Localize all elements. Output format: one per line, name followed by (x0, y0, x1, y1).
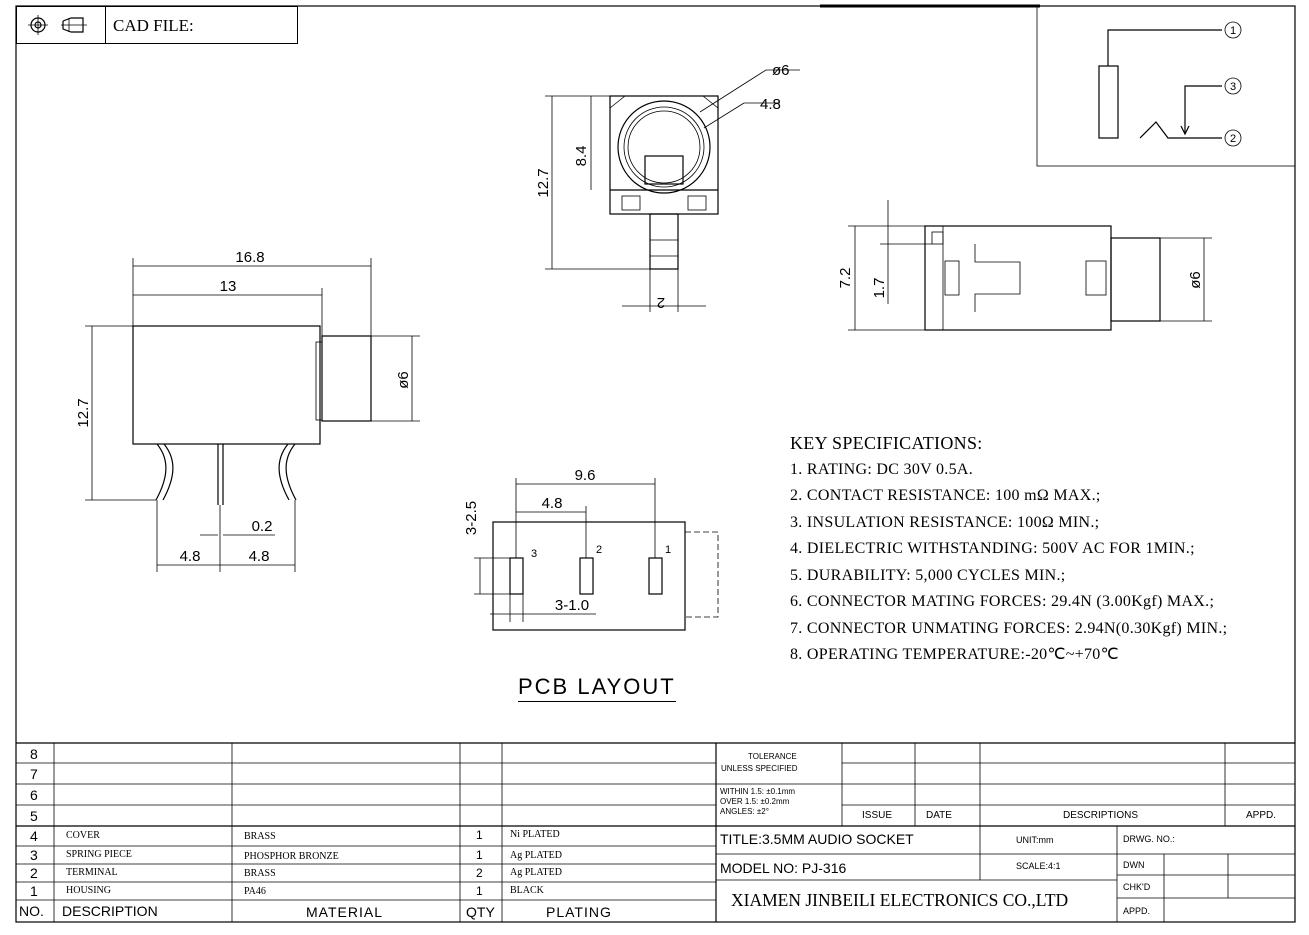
spec-item: 6. CONNECTOR MATING FORCES: 29.4N (3.00K… (790, 593, 1215, 610)
approved-label: APPD. (1123, 906, 1151, 916)
dim-front-width: 16.8 (235, 249, 264, 266)
bom-no: 2 (30, 865, 38, 881)
bom-material: PA46 (244, 886, 266, 897)
dim-top-inner: 4.8 (760, 96, 781, 113)
drawn-label: DWN (1123, 860, 1145, 870)
bom-no: 1 (30, 883, 38, 899)
key-specs-title: KEY SPECIFICATIONS: (790, 433, 983, 453)
unit-label: UNIT:mm (1016, 835, 1054, 845)
pcb-pin-label: 2 (596, 544, 602, 556)
tolerance-within: WITHIN 1.5: ±0.1mm (720, 787, 796, 796)
sheet-border (15, 5, 1296, 923)
bom-desc: SPRING PIECE (66, 849, 132, 860)
bom-plating: Ag PLATED (510, 850, 562, 861)
date-header: DATE (926, 810, 952, 821)
dim-pin-pitch-right: 4.8 (249, 548, 270, 565)
pcb-pin-label: 3 (531, 548, 537, 560)
spec-item: 1. RATING: DC 30V 0.5A. (790, 460, 974, 478)
bom-row-number: 8 (30, 746, 38, 762)
dim-pcb-hole: 3-1.0 (555, 597, 589, 614)
key-specifications: KEY SPECIFICATIONS: 1. RATING: DC 30V 0.… (790, 430, 1227, 669)
dim-top-dia: ø6 (772, 62, 790, 79)
dim-side-step: 1.7 (871, 278, 888, 299)
approved-header: APPD. (1246, 810, 1277, 821)
dim-top-body: 8.4 (573, 146, 590, 167)
cad-file-label: CAD FILE: (113, 16, 194, 35)
dim-pin-thickness: 0.2 (252, 518, 273, 535)
cad-file-header: CAD FILE: (16, 6, 298, 44)
pcb-pin-label: 1 (665, 544, 671, 556)
dim-pcb-pitch: 4.8 (542, 495, 563, 512)
bom-no: 4 (30, 828, 38, 844)
tolerance-label: UNLESS SPECIFIED (721, 764, 798, 773)
spec-item: 2. CONTACT RESISTANCE: 100 mΩ MAX.; (790, 487, 1101, 504)
drawing-number-label: DRWG. NO.: (1123, 834, 1175, 844)
bom-qty: 1 (476, 884, 483, 898)
dim-top-height: 12.7 (535, 168, 552, 197)
spec-item: 7. CONNECTOR UNMATING FORCES: 2.94N(0.30… (790, 619, 1228, 637)
scale-label: SCALE:4:1 (1016, 861, 1061, 871)
bom-header-material: MATERIAL (306, 904, 383, 920)
bom-qty: 2 (476, 866, 483, 880)
pcb-layout-view (474, 478, 719, 631)
tolerance-over: OVER 1.5: ±0.2mm (720, 797, 790, 806)
pcb-layout-title: PCB LAYOUT (518, 674, 676, 702)
bom-header-plating: PLATING (546, 904, 612, 920)
bom-material: BRASS (244, 868, 276, 879)
schematic-pin-label: 1 (1230, 25, 1236, 37)
side-view (848, 200, 1212, 331)
drawing-title: TITLE:3.5MM AUDIO SOCKET (720, 831, 914, 847)
dim-pin-pitch-left: 4.8 (180, 548, 201, 565)
bom-plating: Ag PLATED (510, 867, 562, 878)
bom-material: PHOSPHOR BRONZE (244, 851, 339, 862)
header-divider (105, 7, 107, 43)
dim-pcb-width: 9.6 (575, 467, 596, 484)
spec-item: 8. OPERATING TEMPERATURE:-20℃~+70℃ (790, 646, 1119, 663)
bom-row-number: 6 (30, 787, 38, 803)
bom-qty: 1 (476, 848, 483, 862)
bom-desc: COVER (66, 830, 100, 841)
tolerance-label: TOLERANCE (748, 752, 797, 761)
top-view (545, 69, 800, 312)
schematic-pin-label: 2 (1230, 133, 1236, 145)
dim-top-pin: 2 (657, 294, 665, 311)
bom-desc: HOUSING (66, 885, 111, 896)
model-number: MODEL NO: PJ-316 (720, 860, 847, 876)
dim-front-body: 13 (220, 278, 237, 295)
bom-header-qty: QTY (466, 904, 495, 920)
dim-front-height: 12.7 (75, 398, 92, 427)
tolerance-angles: ANGLES: ±2° (720, 807, 769, 816)
dim-pcb-slot: 3-2.5 (463, 501, 480, 535)
issue-header: ISSUE (862, 810, 893, 821)
bom-plating: Ni PLATED (510, 829, 560, 840)
bom-no: 3 (30, 847, 38, 863)
spec-item: 4. DIELECTRIC WITHSTANDING: 500V AC FOR … (790, 540, 1195, 557)
spec-item: 3. INSULATION RESISTANCE: 100Ω MIN.; (790, 513, 1100, 531)
bom-qty: 1 (476, 828, 483, 842)
checked-label: CHK'D (1123, 882, 1151, 892)
projection-symbol-icon (28, 15, 87, 35)
front-view (85, 258, 420, 572)
descriptions-header: DESCRIPTIONS (1063, 810, 1139, 821)
bom-header-description: DESCRIPTION (62, 903, 158, 919)
dim-side-height: 7.2 (837, 268, 854, 289)
dim-side-dia: ø6 (1187, 271, 1204, 289)
bom-plating: BLACK (510, 885, 544, 896)
dim-front-dia: ø6 (395, 371, 412, 389)
schematic-symbol: 1 3 2 (1036, 5, 1296, 167)
schematic-pin-label: 3 (1230, 81, 1236, 93)
bom-material: BRASS (244, 831, 276, 842)
bom-row-number: 5 (30, 808, 38, 824)
title-block-grid (16, 742, 1295, 922)
spec-item: 5. DURABILITY: 5,000 CYCLES MIN.; (790, 566, 1066, 584)
bom-row-number: 7 (30, 766, 38, 782)
bom-header-no: NO. (19, 903, 44, 919)
bom-desc: TERMINAL (66, 867, 118, 878)
company-name: XIAMEN JINBEILI ELECTRONICS CO.,LTD (731, 890, 1069, 910)
